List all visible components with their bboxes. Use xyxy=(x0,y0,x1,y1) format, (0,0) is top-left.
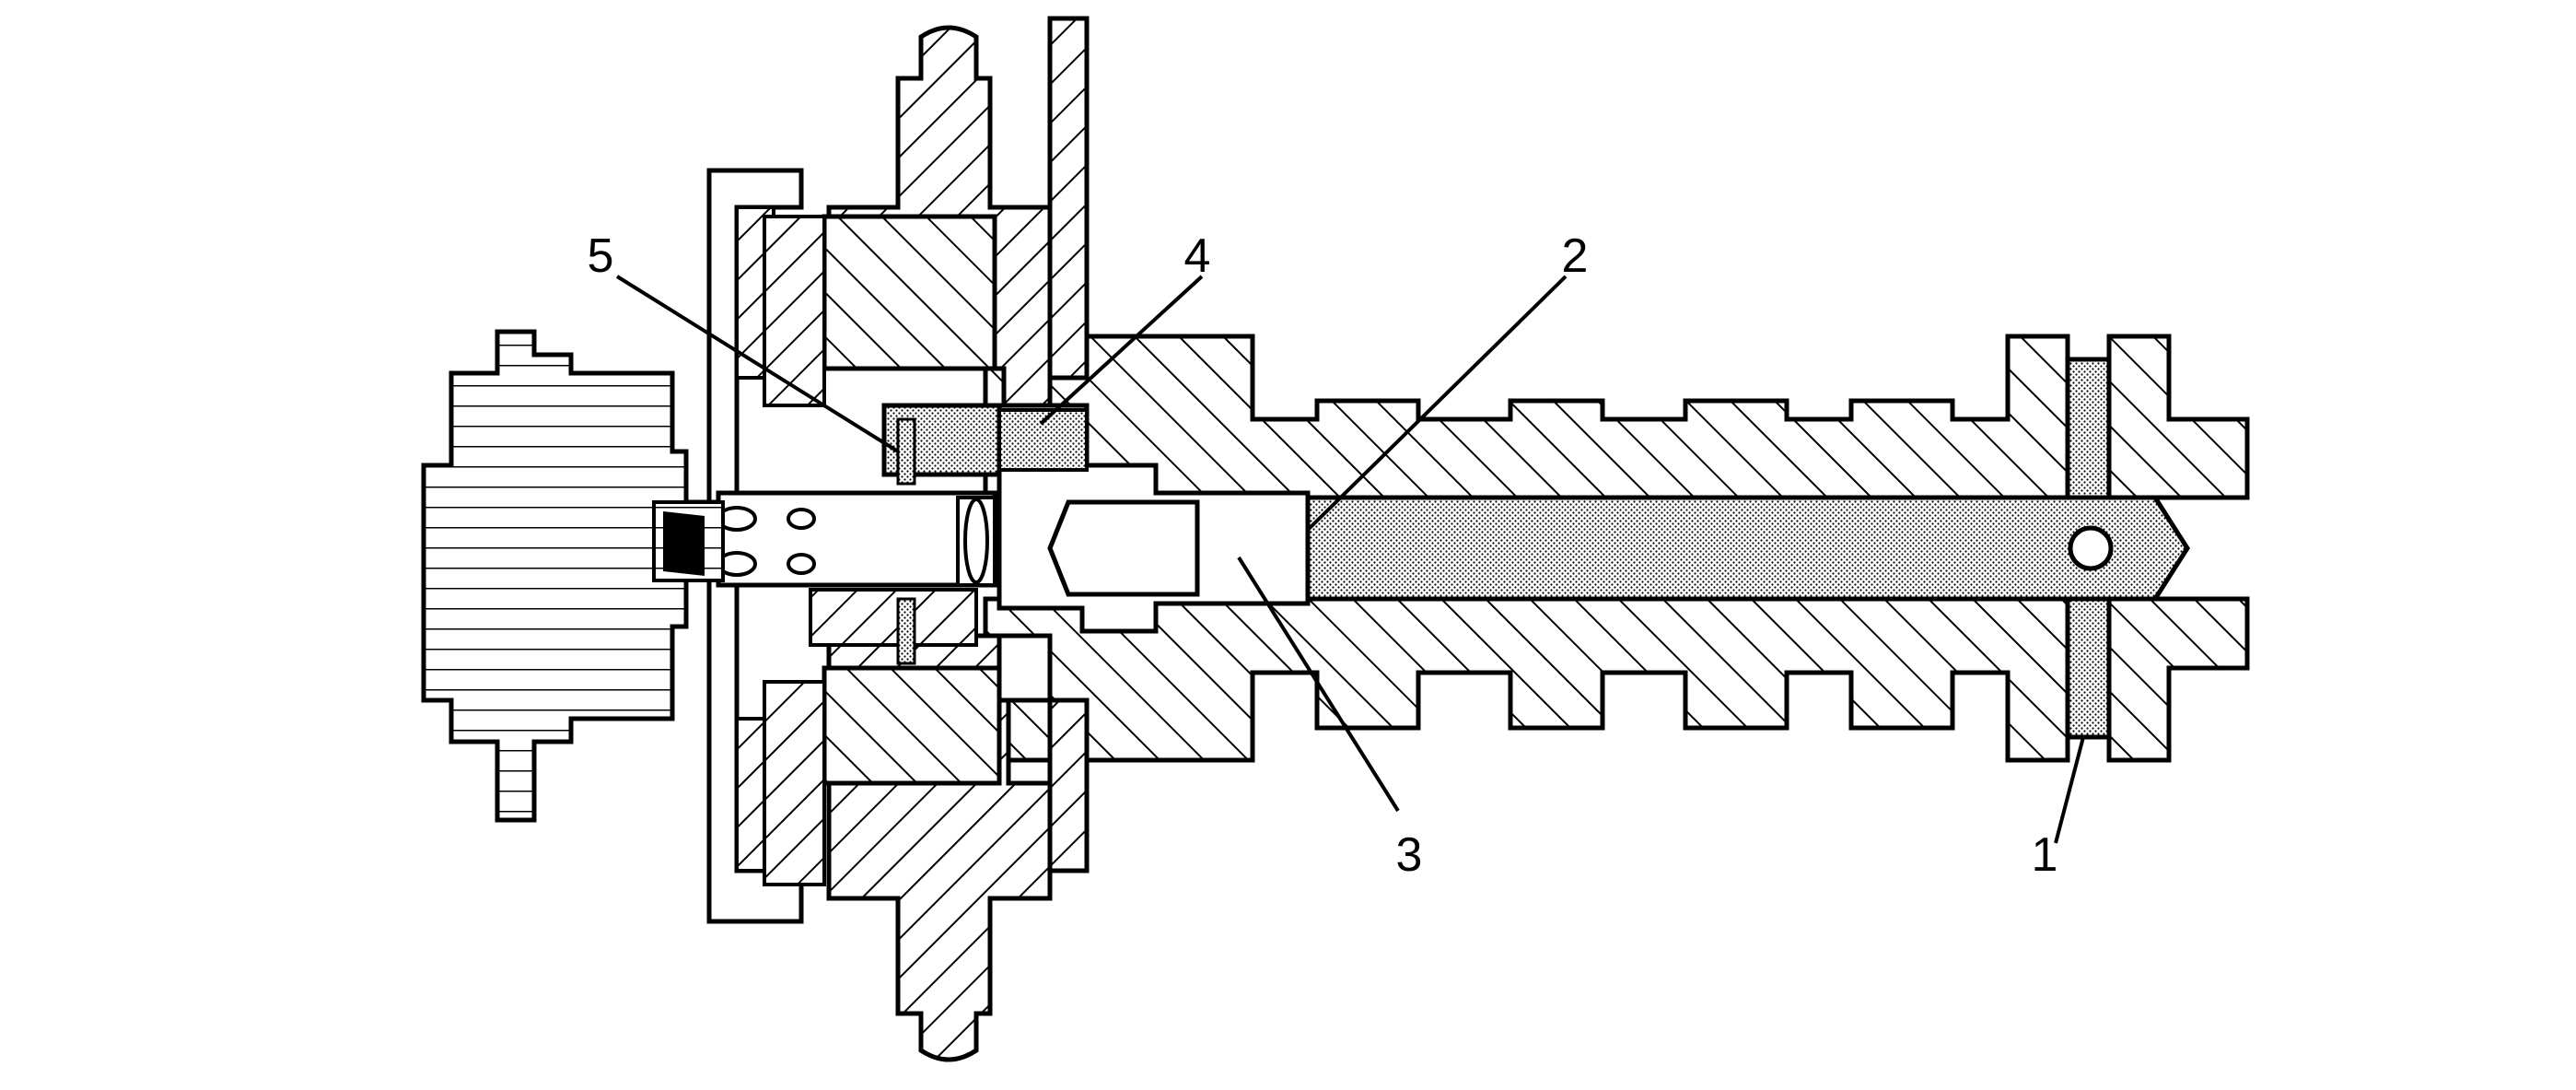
dowel-pin xyxy=(2065,357,2112,740)
leader-lines xyxy=(615,275,2085,844)
bolt-head-hub xyxy=(881,403,1311,634)
center-bolt xyxy=(1213,495,2190,602)
leader-line-4 xyxy=(1039,275,1204,426)
callout-3: 3 xyxy=(1396,828,1423,882)
leader-line-1 xyxy=(2054,736,2085,844)
callout-4: 4 xyxy=(1184,229,1211,283)
callout-2: 2 xyxy=(1562,229,1589,283)
sprocket-housing xyxy=(706,16,1090,1062)
leader-line-3 xyxy=(1237,556,1400,813)
callout-5: 5 xyxy=(588,229,614,283)
end-cap xyxy=(421,329,725,823)
oil-control-valve xyxy=(716,417,997,665)
callout-1: 1 xyxy=(2032,828,2058,882)
camshaft-body xyxy=(983,334,2250,763)
leader-line-5 xyxy=(615,275,900,453)
leader-line-2 xyxy=(1306,275,1568,532)
